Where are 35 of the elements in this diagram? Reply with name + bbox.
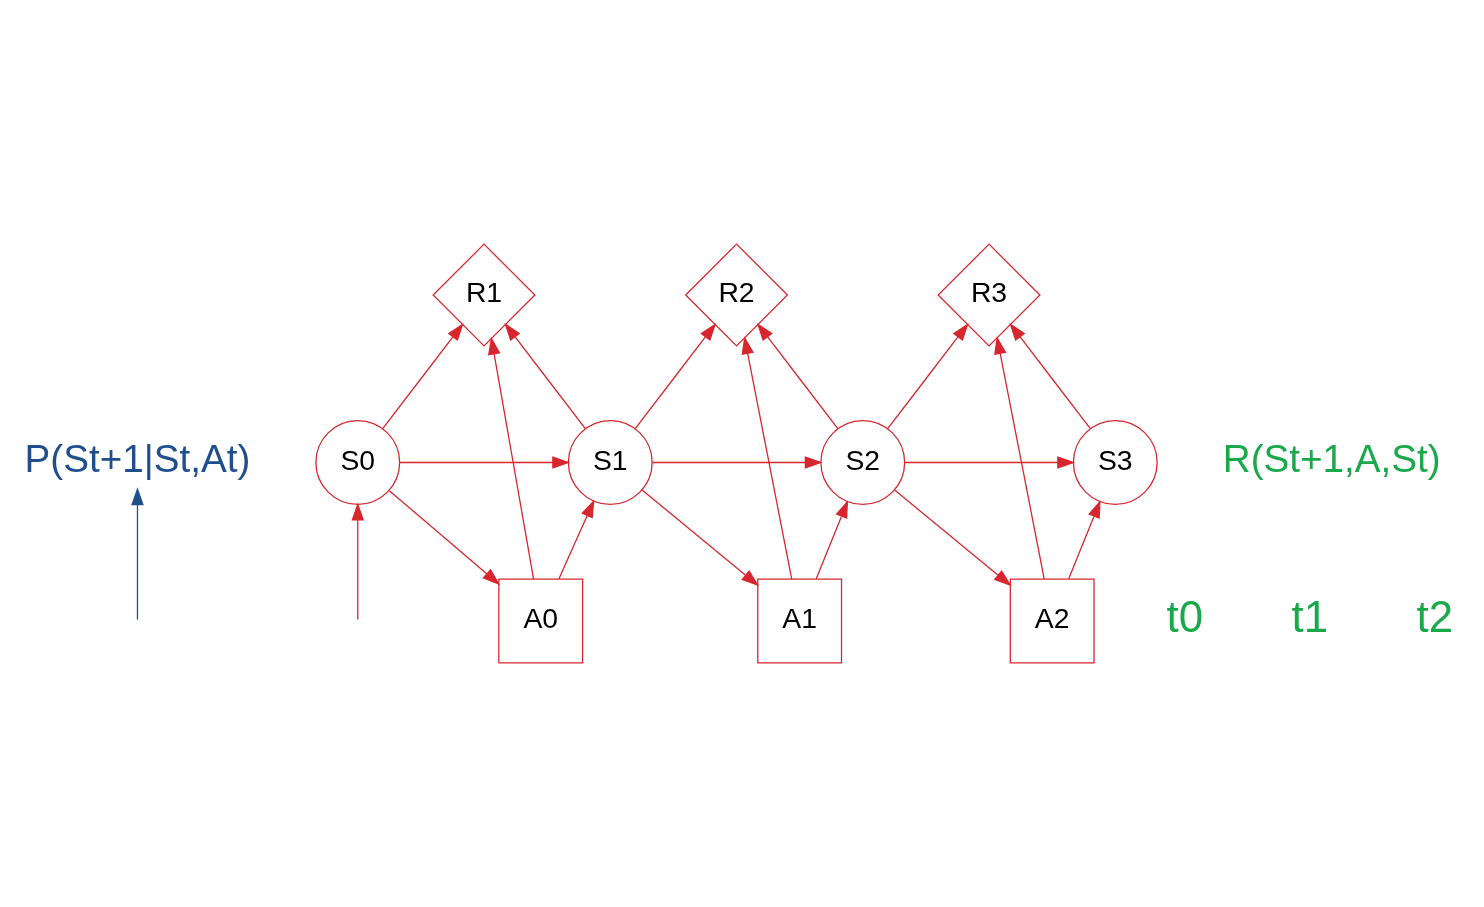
arrow: [756, 322, 839, 430]
arrow: [894, 489, 1012, 587]
node-box: A1: [757, 578, 843, 664]
arrow: [351, 502, 365, 621]
arrow: [634, 322, 717, 430]
arrow: [504, 322, 586, 430]
arrow: [558, 499, 595, 580]
node-diamond: R3: [937, 243, 1041, 347]
arrow: [1068, 500, 1101, 580]
arrow: [741, 336, 793, 580]
arrow: [131, 487, 144, 621]
arrow: [994, 336, 1045, 580]
arrow: [815, 500, 849, 580]
arrow: [887, 322, 969, 430]
label: t2: [1416, 592, 1454, 642]
node-box: A0: [498, 578, 584, 664]
arrow: [399, 456, 571, 469]
arrow: [388, 490, 501, 586]
arrow: [641, 489, 760, 587]
arrow: [904, 456, 1076, 469]
arrow: [382, 322, 464, 430]
node-box: A2: [1009, 578, 1095, 664]
node-text: P(St+1|St,At): [24, 437, 251, 481]
label: t1: [1291, 592, 1329, 642]
arrow: [487, 336, 535, 580]
label: t0: [1166, 592, 1204, 642]
node-circle: S2: [820, 420, 906, 506]
arrow: [651, 456, 823, 469]
label: R(St+1,A,St): [1222, 437, 1441, 481]
node-circle: S0: [315, 420, 401, 506]
node-diamond: R2: [684, 243, 789, 347]
node-diamond: R1: [432, 243, 536, 347]
arrow: [1009, 322, 1091, 430]
node-circle: S1: [567, 420, 653, 506]
node-circle: S3: [1072, 420, 1158, 506]
